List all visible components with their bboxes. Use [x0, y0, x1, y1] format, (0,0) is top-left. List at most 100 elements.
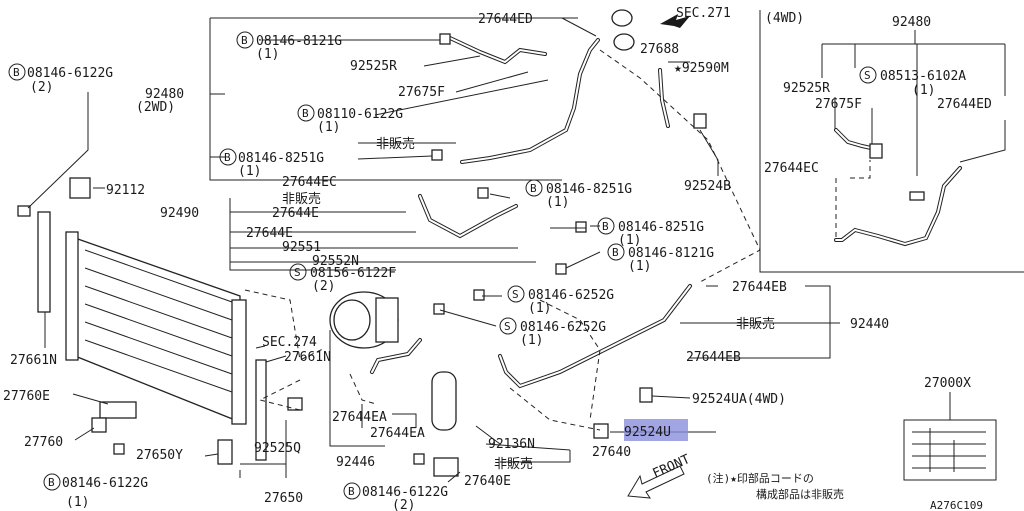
label-27760E: 27760E — [3, 389, 50, 404]
label-08156-6122F: 08156-6122F — [310, 266, 396, 281]
label-27650: 27650 — [264, 491, 303, 506]
clip-92524U — [593, 423, 609, 439]
label-08146-6122G-bl: 08146-6122G — [62, 476, 148, 491]
marker-s-3: S — [504, 320, 511, 333]
bolt-08146-8251G-b — [477, 187, 489, 199]
front-arrow-icon — [627, 465, 685, 499]
condenser-tank-right — [231, 299, 247, 425]
label-92480: 92480 — [145, 87, 184, 102]
bolt-08146-6122G-bl — [113, 443, 125, 455]
bracket-27640E — [433, 457, 459, 477]
label-92446: 92446 — [336, 455, 375, 470]
label-08146-8121G-b: 08146-8121G — [628, 246, 714, 261]
label-27661N-left: 27661N — [10, 353, 57, 368]
inset-label-08513: 08513-6102A — [880, 69, 966, 84]
bolt-08146-8251G-c — [575, 221, 587, 233]
label-08146-8251G-a-qty: (1) — [238, 164, 261, 179]
condenser-tank-left — [65, 231, 79, 361]
label-08146-6252G-b: 08146-6252G — [520, 320, 606, 335]
coupling-27644ED — [611, 9, 633, 27]
inset-label-27675F: 27675F — [815, 97, 862, 112]
inset-label-92480: 92480 — [892, 15, 931, 30]
label-27661N-mid: 27661N — [284, 350, 331, 365]
label-08146-8251G-c-qty: (1) — [618, 233, 641, 248]
label-08156-6122F-qty: (2) — [312, 279, 335, 294]
label-sec274: SEC.274 — [262, 335, 317, 350]
label-sec271: SEC.271 — [676, 6, 731, 21]
label-92525Q: 92525Q — [254, 441, 301, 456]
bracket-27760 — [91, 417, 107, 433]
inset-label-08513-qty: (1) — [912, 83, 935, 98]
bolt-08146-8121G-b — [555, 263, 567, 275]
label-08146-8121G-b-qty: (1) — [628, 259, 651, 274]
marker-b-1: B — [241, 34, 248, 47]
bolt-08146-6252G-a — [473, 289, 485, 301]
clip-92524UA — [639, 387, 653, 403]
label-08146-8251G-b: 08146-8251G — [546, 182, 632, 197]
label-92112: 92112 — [106, 183, 145, 198]
marker-b-2: B — [13, 66, 20, 79]
label-92440: 92440 — [850, 317, 889, 332]
label-08146-6252G-a: 08146-6252G — [528, 288, 614, 303]
note-line-1: (注)★印部品コードの — [706, 471, 814, 485]
bolt-08146-8251G-a — [431, 149, 443, 161]
label-92524B: 92524B — [684, 179, 731, 194]
inset-title: (4WD) — [765, 11, 804, 26]
label-08146-8251G-c: 08146-8251G — [618, 220, 704, 235]
label-27675F: 27675F — [398, 85, 445, 100]
marker-b-8: B — [48, 476, 55, 489]
bolt-08146-6252G-b — [433, 303, 445, 315]
label-27650Y: 27650Y — [136, 448, 183, 463]
label-92551: 92551 — [282, 240, 321, 255]
bracket-92112 — [69, 177, 91, 199]
coupling-27688 — [613, 33, 635, 51]
seal-27661N-mid — [255, 359, 267, 461]
label-08146-6122G-bc-qty: (2) — [392, 498, 415, 511]
label-92136N: 92136N — [488, 437, 535, 452]
marker-b-9: B — [348, 485, 355, 498]
inset-bolt — [909, 191, 925, 201]
clip-92525Q — [287, 397, 303, 411]
label-hihanbai-3: 非販売 — [736, 316, 775, 332]
label-92525R: 92525R — [350, 59, 397, 74]
label-27644E-a: 27644E — [272, 206, 319, 221]
label-08146-6252G-a-qty: (1) — [528, 301, 551, 316]
label-hihanbai-2: 非販売 — [282, 191, 321, 207]
label-27688: 27688 — [640, 42, 679, 57]
arrow-sec271-icon — [660, 14, 690, 28]
highlight-92524U — [624, 419, 688, 441]
inset-label-27644EC: 27644EC — [764, 161, 819, 176]
label-27644EA-b: 27644EA — [370, 426, 425, 441]
marker-b-7: B — [612, 246, 619, 259]
label-08146-8121G-a: 08146-8121G — [256, 34, 342, 49]
inset-screw-marker — [859, 66, 877, 84]
inset-label-92525R: 92525R — [783, 81, 830, 96]
label-2wd: (2WD) — [136, 100, 175, 115]
label-08146-6122G-bl-qty: (1) — [66, 495, 89, 510]
label-27760: 27760 — [24, 435, 63, 450]
marker-b-5: B — [530, 182, 537, 195]
label-08146-6252G-b-qty: (1) — [520, 333, 543, 348]
label-92524U: 92524U — [624, 425, 671, 440]
bolt-08146-6122G-top — [17, 205, 31, 217]
label-27640: 27640 — [592, 445, 631, 460]
markers: B B B B B B B S S S B B — [8, 31, 625, 500]
label-08110-6122G-qty: (1) — [317, 120, 340, 135]
label-front: FRONT — [651, 452, 693, 482]
bracket-27760E — [99, 401, 137, 419]
label-08146-6122G-bc: 08146-6122G — [362, 485, 448, 500]
bolt-08146-6122G-bc — [413, 453, 425, 465]
label-27644EB-mid: 27644EB — [686, 350, 741, 365]
leader-lines — [27, 17, 951, 483]
components — [17, 9, 707, 477]
label-08146-8251G-a: 08146-8251G — [238, 151, 324, 166]
labels: 27644ED SEC.271 27688 ★92590M 08146-8121… — [3, 6, 997, 511]
label-92524UA: 92524UA(4WD) — [692, 392, 786, 407]
label-27644E-b: 27644E — [246, 226, 293, 241]
label-27644EA-a: 27644EA — [332, 410, 387, 425]
label-hihanbai-4: 非販売 — [494, 456, 533, 472]
label-27644EB-top: 27644EB — [732, 280, 787, 295]
label-27644EC: 27644EC — [282, 175, 337, 190]
label-27640E: 27640E — [464, 474, 511, 489]
marker-b-4: B — [224, 151, 231, 164]
